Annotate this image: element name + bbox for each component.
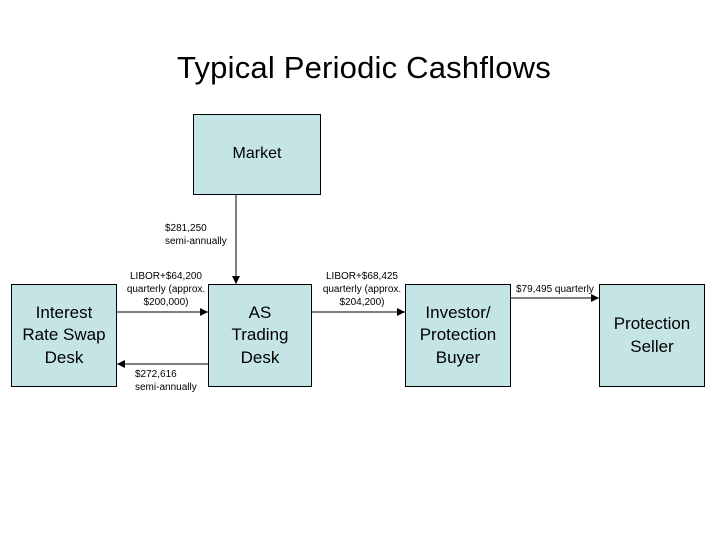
flow-label-line: semi-annually xyxy=(165,236,227,247)
market-box: Market xyxy=(193,114,321,195)
investor-label-line: Investor/ xyxy=(425,303,491,323)
as-label-line: Desk xyxy=(240,347,280,367)
flow-label-as-to-irs: $272,616 semi-annually xyxy=(135,368,197,394)
irs-label-line: Desk xyxy=(44,347,84,367)
as-trading-desk-box: AS Trading Desk xyxy=(208,284,312,387)
investor-label-line: Buyer xyxy=(435,347,481,367)
as-label-line: AS xyxy=(248,303,272,323)
flow-label-line: semi-annually xyxy=(135,382,197,393)
flow-label-market-to-as: $281,250 semi-annually xyxy=(165,222,227,248)
flow-label-irs-to-as: LIBOR+$64,200 quarterly (approx. $200,00… xyxy=(120,270,212,309)
seller-label-line: Protection xyxy=(613,314,691,334)
flow-label-line: LIBOR+$68,425 xyxy=(326,271,398,282)
flow-label-line: quarterly (approx. xyxy=(126,284,206,295)
interest-rate-swap-desk-box: Interest Rate Swap Desk xyxy=(11,284,117,387)
flow-label-line: quarterly (approx. xyxy=(322,284,402,295)
flow-label-as-to-investor: LIBOR+$68,425 quarterly (approx. $204,20… xyxy=(316,270,408,309)
diagram-title: Typical Periodic Cashflows xyxy=(177,50,551,85)
market-label-line: Market xyxy=(232,145,282,163)
flow-label-line: $272,616 xyxy=(135,369,177,380)
protection-seller-box: Protection Seller xyxy=(599,284,705,387)
investor-label-line: Protection xyxy=(419,325,497,345)
flow-label-line: $200,000) xyxy=(143,297,189,308)
flow-label-investor-to-seller: $79,495 quarterly xyxy=(516,283,594,296)
flow-label-line: $79,495 quarterly xyxy=(516,284,594,295)
flow-label-line: $204,200) xyxy=(339,297,385,308)
irs-label-line: Interest xyxy=(35,303,93,323)
irs-label-line: Rate Swap xyxy=(22,325,106,345)
seller-label-line: Seller xyxy=(630,336,674,356)
investor-protection-buyer-box: Investor/ Protection Buyer xyxy=(405,284,511,387)
flow-label-line: LIBOR+$64,200 xyxy=(130,271,202,282)
as-label-line: Trading xyxy=(231,325,289,345)
flow-label-line: $281,250 xyxy=(165,223,207,234)
